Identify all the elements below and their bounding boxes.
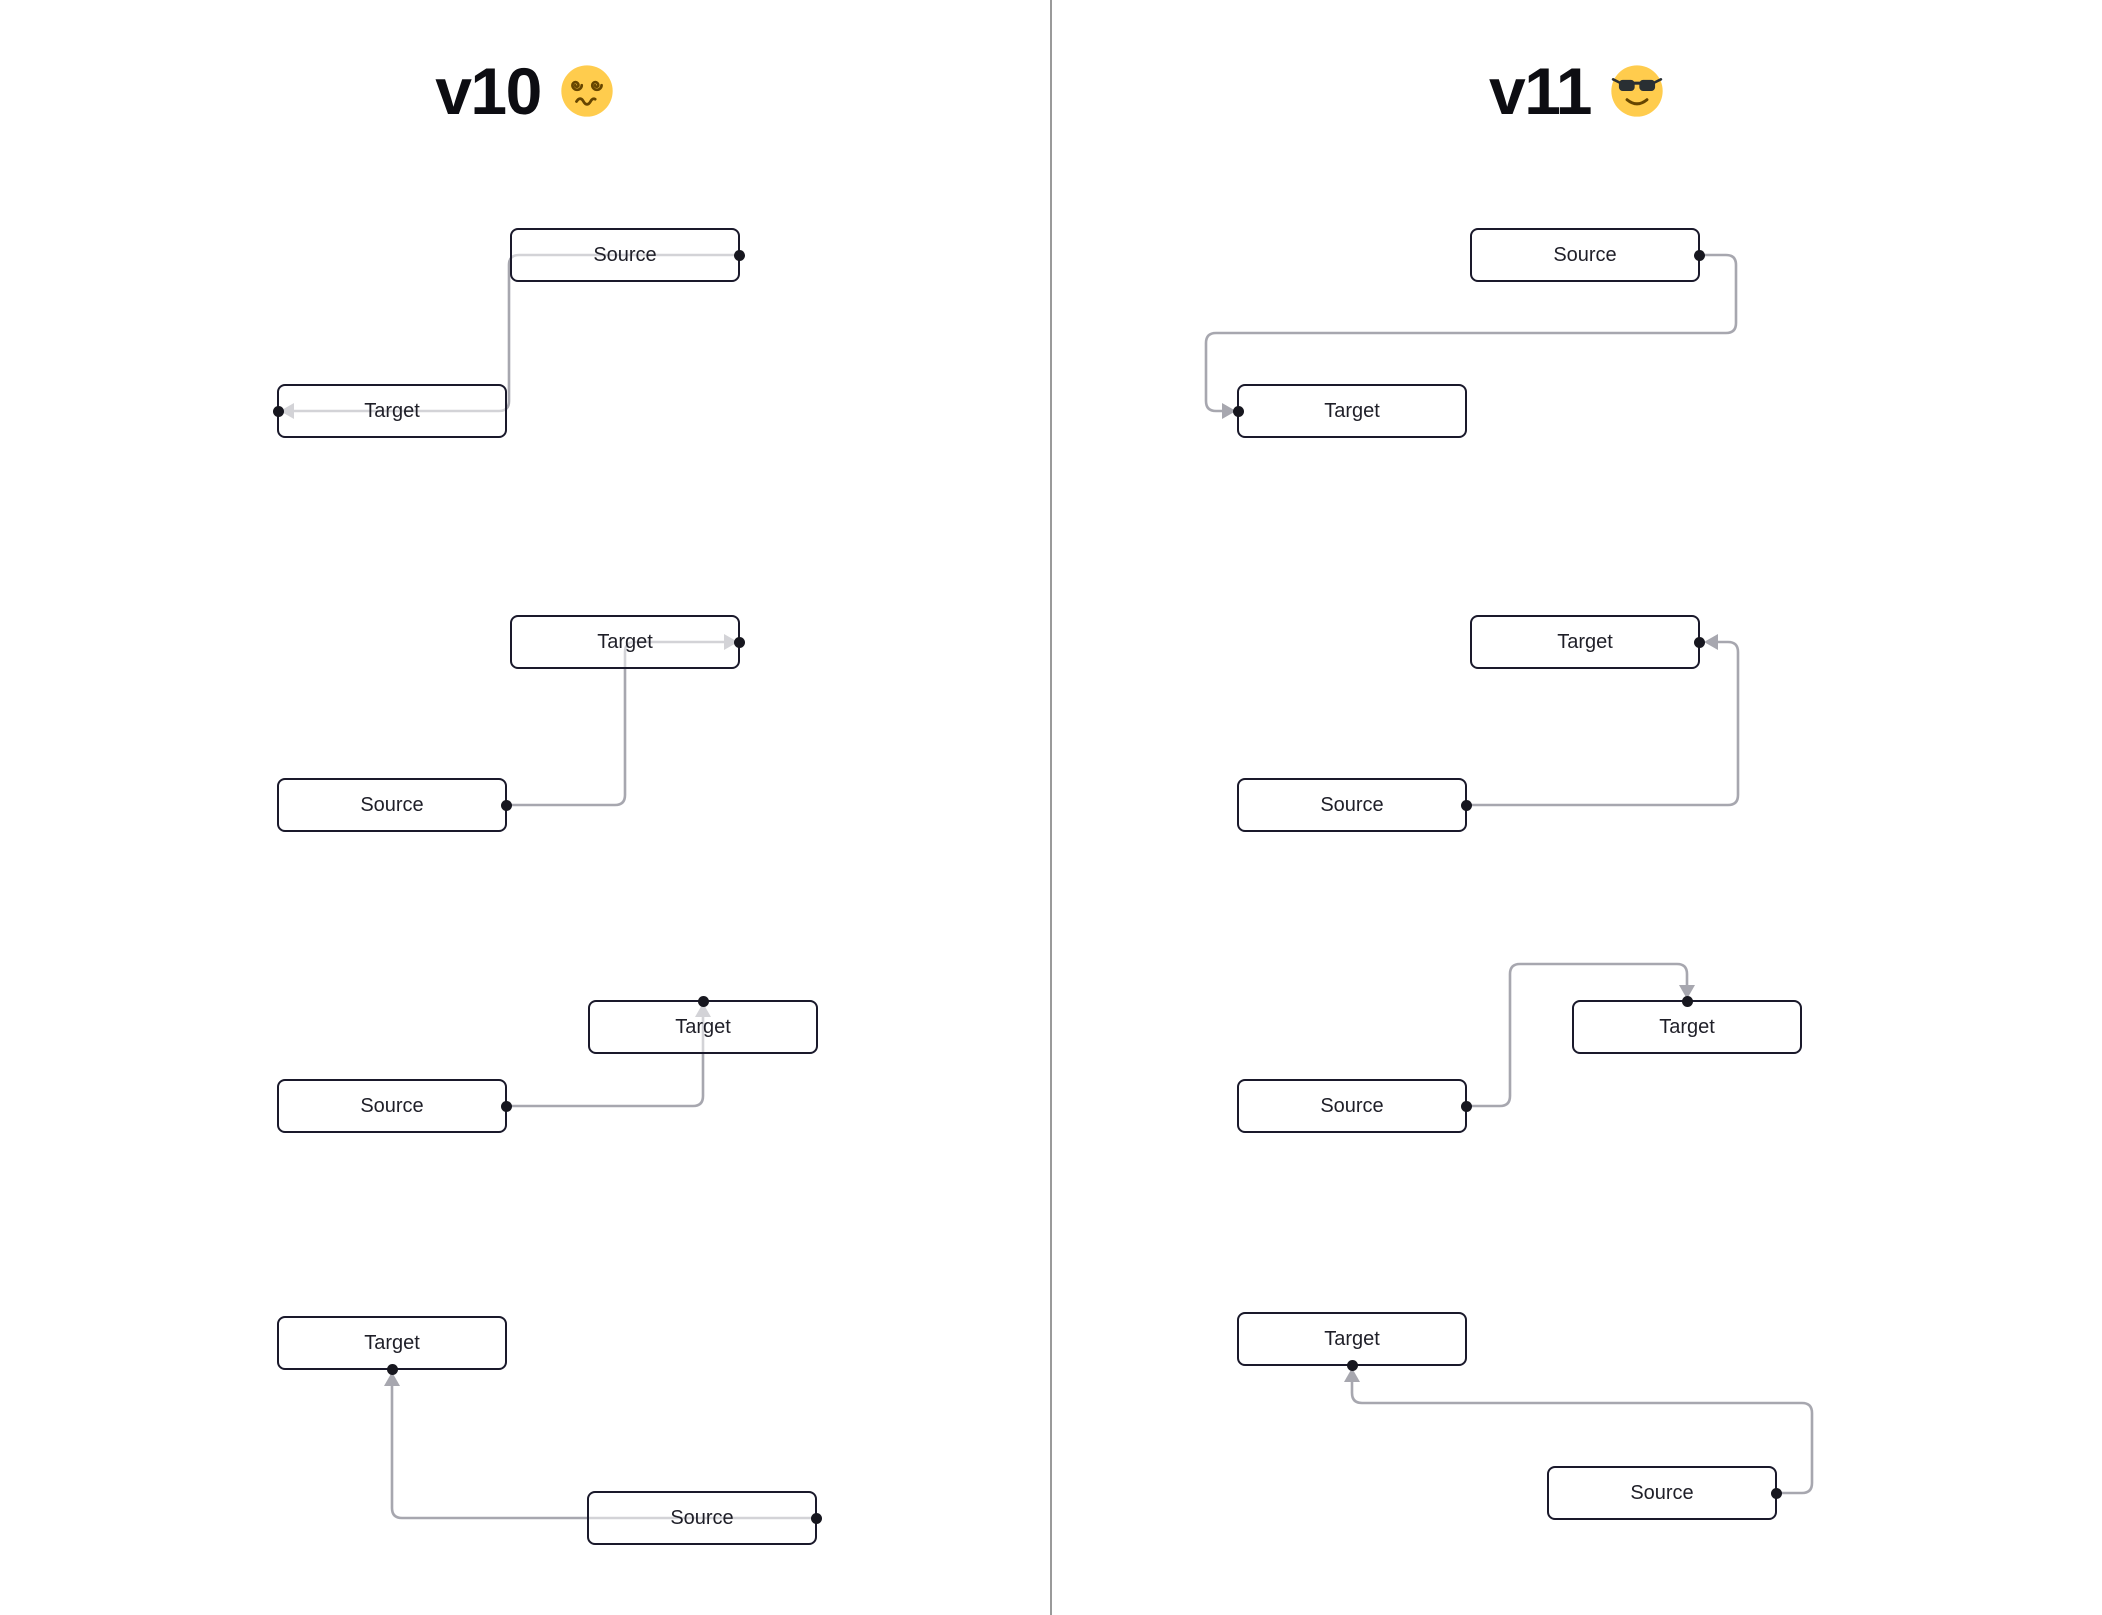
top-handle-dot[interactable] xyxy=(697,995,709,1007)
right-handle-dot[interactable] xyxy=(1693,249,1705,261)
node-v11-4-target[interactable]: Target xyxy=(1237,1312,1467,1371)
version-label-v10: v10 xyxy=(435,54,542,128)
node-label: Target xyxy=(1659,1015,1715,1038)
bottom-handle-dot[interactable] xyxy=(1346,1359,1358,1371)
node-v10-4-target[interactable]: Target xyxy=(277,1316,507,1375)
node-v11-3-source[interactable]: Source xyxy=(1237,1079,1472,1133)
edge-v11-3[interactable] xyxy=(1467,962,1689,1108)
sunglasses-face-icon xyxy=(1611,65,1663,117)
right-handle-dot[interactable] xyxy=(500,799,512,811)
node-v10-3-source[interactable]: Source xyxy=(277,1079,512,1133)
edge-v11-4[interactable] xyxy=(1350,1382,1814,1495)
column-divider xyxy=(1050,0,1052,1615)
node-label: Source xyxy=(1320,793,1384,816)
node-label: Source xyxy=(593,243,657,266)
edge-arrowhead-v11-2 xyxy=(1704,634,1718,650)
column-title-v10: v10 xyxy=(0,54,1050,128)
node-v11-1-source[interactable]: Source xyxy=(1470,228,1705,282)
node-v10-1-source[interactable]: Source xyxy=(510,228,745,282)
edge-v11-2[interactable] xyxy=(1467,640,1740,807)
right-handle-dot[interactable] xyxy=(500,1100,512,1112)
node-v10-1-target[interactable]: Target xyxy=(272,384,507,438)
node-label: Target xyxy=(1324,1327,1380,1350)
edge-v10-4[interactable] xyxy=(390,1386,817,1520)
edge-arrowhead-v11-1 xyxy=(1222,403,1236,419)
left-handle-dot[interactable] xyxy=(1232,405,1244,417)
bottom-handle-dot[interactable] xyxy=(386,1363,398,1375)
right-handle-dot[interactable] xyxy=(810,1512,822,1524)
node-label: Target xyxy=(364,1331,420,1354)
version-label-v11: v11 xyxy=(1489,54,1592,128)
node-label: Source xyxy=(1553,243,1617,266)
face-with-spiral-eyes-icon xyxy=(561,65,613,117)
left-handle-dot[interactable] xyxy=(272,405,284,417)
edge-arrowhead-v10-4 xyxy=(384,1372,400,1386)
node-label: Target xyxy=(597,630,653,653)
node-v10-3-target[interactable]: Target xyxy=(588,995,818,1054)
right-handle-dot[interactable] xyxy=(1770,1487,1782,1499)
edge-v10-3[interactable] xyxy=(507,1017,705,1108)
node-label: Source xyxy=(1630,1481,1694,1504)
node-label: Target xyxy=(675,1015,731,1038)
node-label: Source xyxy=(670,1506,734,1529)
right-handle-dot[interactable] xyxy=(733,249,745,261)
node-v11-3-target[interactable]: Target xyxy=(1572,995,1802,1054)
node-v10-2-source[interactable]: Source xyxy=(277,778,512,832)
node-label: Target xyxy=(1557,630,1613,653)
node-v11-1-target[interactable]: Target xyxy=(1232,384,1467,438)
node-label: Source xyxy=(1320,1094,1384,1117)
edge-arrowhead-v11-4 xyxy=(1344,1368,1360,1382)
edge-arrowhead-v11-3 xyxy=(1679,985,1695,999)
right-handle-dot[interactable] xyxy=(1693,636,1705,648)
node-v10-2-target[interactable]: Target xyxy=(510,615,745,669)
top-handle-dot[interactable] xyxy=(1681,995,1693,1007)
node-v11-2-source[interactable]: Source xyxy=(1237,778,1472,832)
node-v10-4-source[interactable]: Source xyxy=(587,1491,822,1545)
right-handle-dot[interactable] xyxy=(1460,1100,1472,1112)
right-handle-dot[interactable] xyxy=(1460,799,1472,811)
column-title-v11: v11 xyxy=(1052,54,2102,128)
node-label: Source xyxy=(360,793,424,816)
edge-v11-1[interactable] xyxy=(1204,253,1738,413)
node-label: Target xyxy=(364,399,420,422)
node-v11-2-target[interactable]: Target xyxy=(1470,615,1705,669)
node-label: Target xyxy=(1324,399,1380,422)
right-handle-dot[interactable] xyxy=(733,636,745,648)
node-v11-4-source[interactable]: Source xyxy=(1547,1466,1782,1520)
node-label: Source xyxy=(360,1094,424,1117)
